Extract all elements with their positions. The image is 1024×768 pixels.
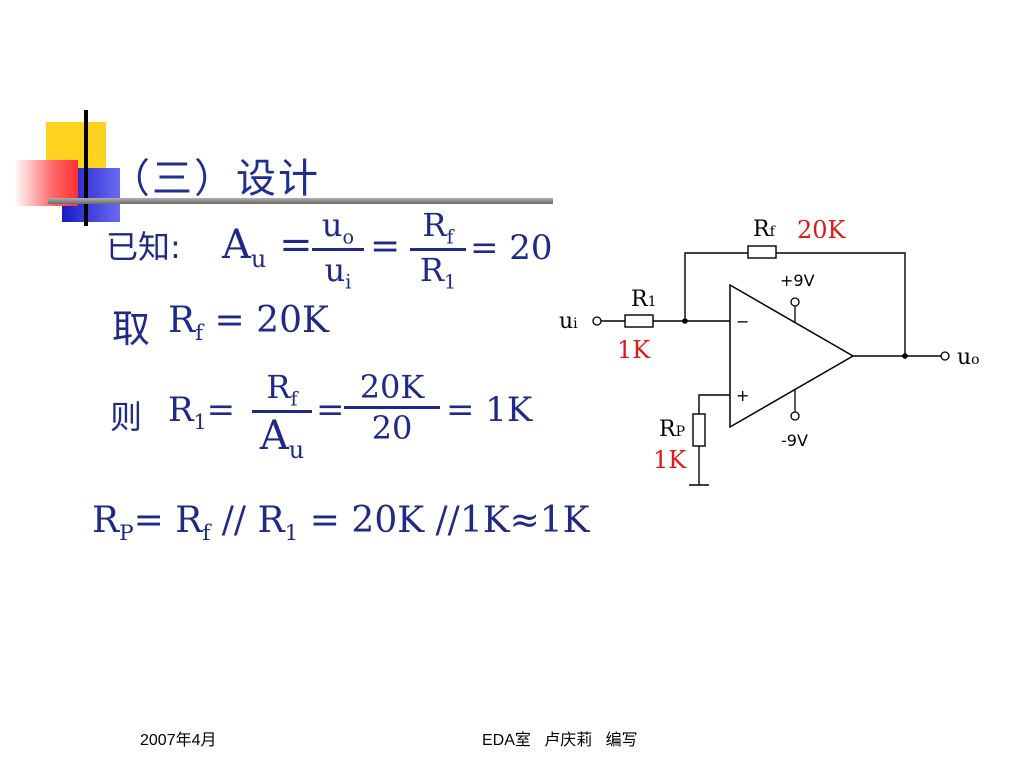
vplus-terminal	[790, 297, 800, 307]
eq3-lhs: R1=	[168, 390, 235, 434]
eq1-frac2-num-sub: f	[446, 225, 454, 249]
eq1-lhs: Au =	[222, 222, 313, 273]
eq1-frac1-bar	[312, 248, 364, 252]
feedback-wire	[684, 252, 906, 356]
eq3-frac2-num: 20K	[359, 368, 425, 406]
eq1-frac1-num-text: u	[321, 206, 343, 244]
eq3-fraction-rf-au: Rf Au	[252, 368, 312, 464]
eq3-result: = 1K	[446, 390, 533, 430]
eq1-frac2-bar	[410, 248, 466, 252]
eq1-frac2-num-text: R	[422, 206, 447, 244]
rf-value: 20K	[797, 216, 847, 244]
given-label: 已知:	[106, 228, 181, 266]
slide-title: （三）设计	[110, 156, 320, 202]
eq1-frac1-den: ui	[325, 251, 352, 293]
noninv-wire	[698, 394, 730, 414]
eq1-eq: =	[279, 222, 313, 268]
eq4-rf-sub: f	[202, 521, 211, 547]
eq2-sub: f	[195, 321, 204, 347]
eq3-frac1-num-text: R	[266, 368, 291, 406]
eq4-par: // R	[210, 500, 285, 541]
eq1-result: = 20	[470, 228, 553, 268]
uo-terminal	[940, 351, 950, 361]
eq3-frac1-den-text: A	[259, 413, 289, 460]
eq1-frac1-num: uo	[322, 206, 354, 248]
r1-resistor	[624, 314, 654, 328]
ui-label: ui	[559, 309, 578, 334]
eq4-rf: = R	[133, 500, 203, 541]
eq3-frac1-num-sub: f	[290, 387, 298, 411]
vminus-terminal	[790, 411, 800, 421]
eq4-rp-sub: P	[119, 521, 134, 547]
footer-date: 2007年4月	[140, 732, 217, 749]
ui-terminal	[592, 316, 602, 326]
inverting-sign: −	[736, 312, 749, 331]
title-underline	[48, 198, 553, 204]
rp-label: RP	[659, 417, 685, 442]
vminus-label: -9V	[781, 431, 808, 450]
eq4-expression: RP= Rf // R1 = 20K //1K≈1K	[92, 500, 590, 546]
eq1-fraction-rf-r1: Rf R1	[410, 206, 466, 294]
eq2-rest: = 20K	[203, 300, 329, 341]
vplus-label: +9V	[780, 271, 815, 290]
eq3-eq2: =	[316, 390, 345, 430]
noninverting-sign: +	[736, 386, 749, 405]
eq4-rest: = 20K //1K≈1K	[298, 500, 590, 541]
eq3-frac1-bar	[252, 410, 312, 414]
eq3-fraction-20k-20: 20K 20	[344, 368, 440, 447]
eq1-frac1-num-sub: o	[342, 225, 355, 249]
eq1-frac1-den-text: u	[324, 251, 346, 290]
eq3-frac1-num: Rf	[266, 368, 297, 410]
eq1-frac1-den-sub: i	[345, 270, 352, 294]
eq2-expression: Rf = 20K	[168, 300, 329, 346]
eq1-frac2-num: Rf	[422, 206, 453, 248]
eq3-frac2-bar	[344, 406, 440, 409]
eq1-frac2-den-sub: 1	[443, 270, 457, 294]
eq3-eq1: =	[206, 390, 236, 430]
eq1-lhs-sub: u	[250, 245, 267, 273]
eq2-text: R	[168, 300, 196, 341]
op-amp-circuit-diagram: Rf 20K R1 1K ui uo +9V -9V − + RP 1K	[555, 200, 995, 490]
junction-dot-input	[682, 318, 688, 324]
eq1-frac2-den-text: R	[419, 251, 444, 290]
eq1-fraction-uo-ui: uo ui	[312, 206, 364, 294]
take-label: 取	[112, 307, 151, 351]
rf-resistor	[747, 245, 777, 259]
r1-label: R1	[631, 287, 657, 312]
eq3-frac1-den: Au	[260, 413, 304, 464]
eq3-frac1-den-sub: u	[288, 436, 305, 465]
eq4-r1-sub: 1	[284, 521, 299, 547]
eq1-eq2: =	[370, 226, 401, 267]
deco-vertical-line	[84, 110, 88, 226]
junction-dot-output	[902, 353, 908, 359]
uo-label: uo	[957, 345, 980, 370]
rp-resistor	[692, 413, 706, 447]
op-amp-triangle	[729, 283, 855, 429]
eq1-lhs-text: A	[222, 222, 251, 268]
eq3-lhs-sub: 1	[193, 409, 207, 434]
r1-value: 1K	[617, 336, 651, 364]
then-label: 则	[110, 398, 143, 436]
eq4-rp: R	[92, 500, 120, 541]
rp-value: 1K	[653, 446, 687, 474]
footer-author: EDA室 卢庆莉 编写	[482, 732, 638, 749]
eq1-frac2-den: R1	[420, 251, 456, 293]
eq3-lhs-text: R	[168, 390, 194, 430]
rf-label: Rf	[753, 217, 777, 242]
eq3-frac2-den: 20	[371, 409, 413, 447]
